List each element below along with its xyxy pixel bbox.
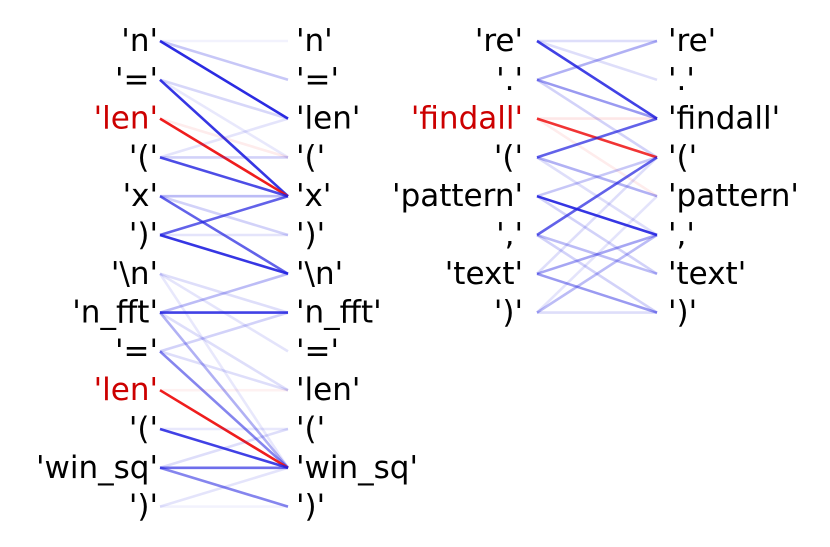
target-token: 'n' xyxy=(296,23,333,59)
source-token: 'pattern' xyxy=(392,178,523,214)
attention-link xyxy=(159,311,289,353)
target-token: '=' xyxy=(296,333,339,369)
target-token: 're' xyxy=(668,23,716,59)
attention-link xyxy=(536,117,658,159)
source-token: 'findall' xyxy=(411,101,523,137)
attention-link xyxy=(159,350,289,469)
source-token: '\n' xyxy=(111,256,158,292)
source-token: 'n' xyxy=(121,23,158,59)
source-token: 'len' xyxy=(94,372,158,408)
attention-link xyxy=(159,427,289,470)
source-token: 're' xyxy=(475,23,523,59)
attention-link xyxy=(536,39,658,82)
attention-link xyxy=(159,117,289,159)
attention-link xyxy=(159,389,289,469)
target-token: 'len' xyxy=(296,372,360,408)
target-token: '=' xyxy=(296,62,339,98)
source-token: ')' xyxy=(494,295,523,331)
attention-link xyxy=(536,233,658,314)
attention-link xyxy=(536,194,658,237)
attention-link xyxy=(159,195,289,275)
attention-link xyxy=(536,272,658,314)
attention-link xyxy=(159,39,289,120)
attention-link xyxy=(159,272,289,314)
source-token: '(' xyxy=(494,139,523,175)
target-token: '(' xyxy=(296,139,325,175)
attention-link xyxy=(159,117,289,198)
attention-link xyxy=(536,195,658,275)
source-token: 'len' xyxy=(94,101,158,137)
attention-link xyxy=(536,156,658,275)
attention-link xyxy=(159,39,289,82)
attention-links-right xyxy=(536,39,658,314)
attention-link xyxy=(536,78,658,159)
target-token: ')' xyxy=(296,489,325,525)
attention-link xyxy=(158,311,290,469)
source-token: '(' xyxy=(129,139,158,175)
attention-links-left xyxy=(158,39,290,508)
attention-link xyxy=(536,195,658,314)
attention-link xyxy=(159,78,289,159)
target-token: ',' xyxy=(668,217,695,253)
target-token: ')' xyxy=(296,217,325,253)
attention-link xyxy=(159,78,289,120)
source-token: '.' xyxy=(496,62,523,98)
source-token: ')' xyxy=(129,217,158,253)
attention-link xyxy=(159,466,289,508)
attention-link xyxy=(536,39,658,120)
source-token: '=' xyxy=(115,333,158,369)
target-token: '.' xyxy=(668,62,695,98)
target-token: 'x' xyxy=(296,178,331,214)
source-token: '(' xyxy=(129,411,158,447)
attention-link xyxy=(536,233,658,276)
source-token: 'x' xyxy=(123,178,158,214)
target-token: 'n_fft' xyxy=(296,295,382,331)
source-token: '=' xyxy=(115,62,158,98)
target-token: 'len' xyxy=(296,101,360,137)
source-token: ',' xyxy=(496,217,523,253)
attention-link xyxy=(159,350,289,392)
target-token: '\n' xyxy=(296,256,343,292)
attention-link xyxy=(536,156,658,237)
attention-link xyxy=(158,273,290,469)
panel-right: 're''re''.''.''findall''findall''(''(''p… xyxy=(392,23,799,331)
attention-link xyxy=(536,156,658,198)
source-token: 'n_fft' xyxy=(72,295,158,331)
attention-link xyxy=(536,39,658,82)
attention-link xyxy=(159,311,289,392)
source-token: 'text' xyxy=(445,256,523,292)
target-token: 'win_sq' xyxy=(296,450,418,486)
attention-link xyxy=(159,156,289,198)
target-token: '(' xyxy=(668,139,697,175)
target-token: ')' xyxy=(668,295,697,331)
attention-link xyxy=(159,466,289,508)
attention-link xyxy=(536,233,658,314)
attention-link xyxy=(159,194,289,237)
attention-link xyxy=(159,233,289,276)
source-token: ')' xyxy=(129,489,158,525)
target-token: 'pattern' xyxy=(668,178,799,214)
target-token: 'findall' xyxy=(668,101,780,137)
attention-link xyxy=(536,156,658,198)
attention-link xyxy=(159,78,289,198)
target-token: '(' xyxy=(296,411,325,447)
attention-link xyxy=(536,233,658,276)
attention-link xyxy=(536,78,658,120)
panel-left: 'n''n''=''=''len''len''(''(''x''x'')'')'… xyxy=(36,23,418,525)
attention-link xyxy=(159,427,289,470)
target-token: 'text' xyxy=(668,256,746,292)
attention-link xyxy=(536,117,658,198)
attention-link xyxy=(159,272,289,314)
source-token: 'win_sq' xyxy=(36,450,158,486)
attention-link xyxy=(159,117,289,159)
